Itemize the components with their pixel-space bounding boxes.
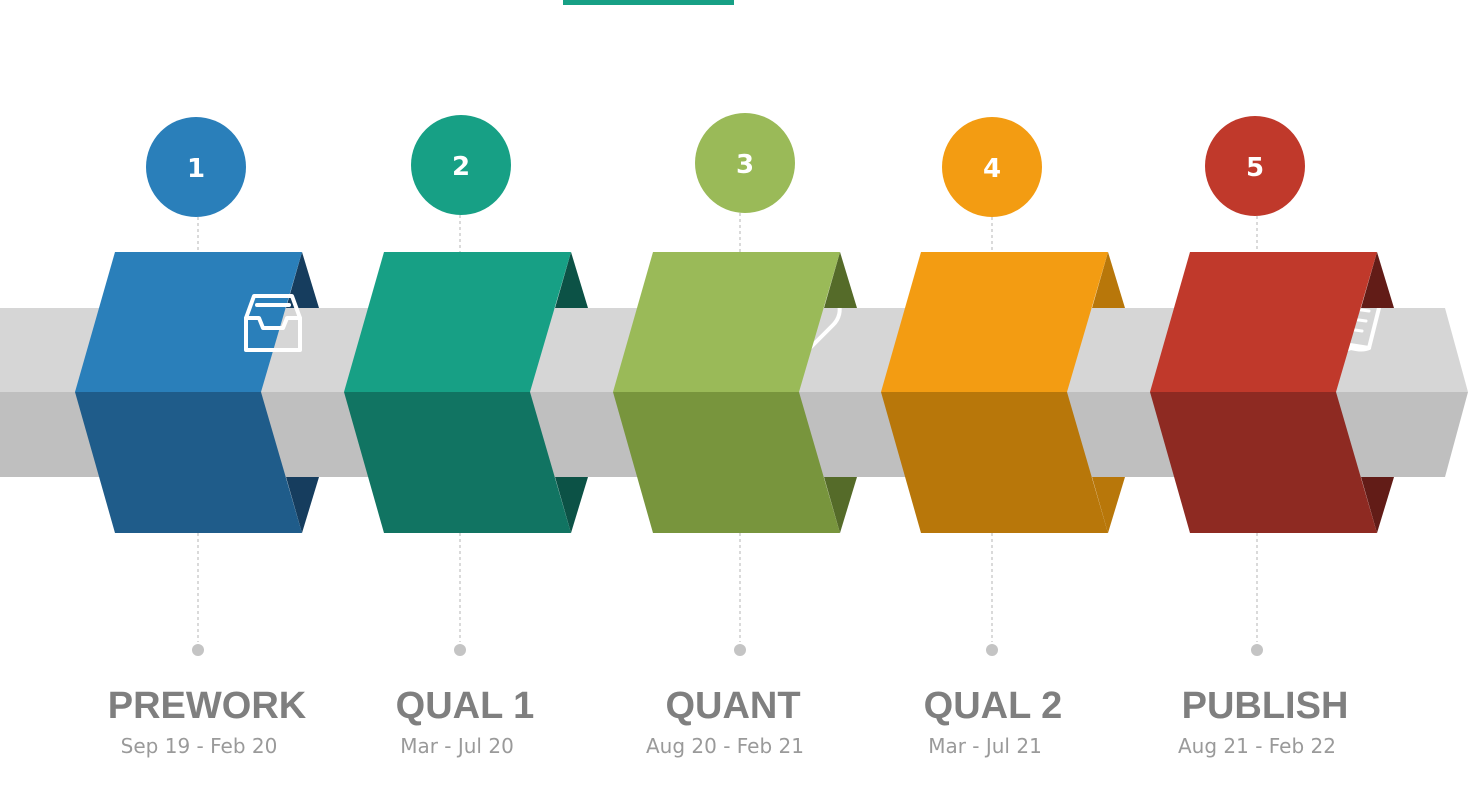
box-top-face	[344, 252, 571, 392]
phase-dates: Mar - Jul 21	[928, 734, 1042, 758]
box-side-flap-bottom	[555, 477, 588, 533]
box-side-flap-top	[555, 252, 588, 308]
phase-title: PUBLISH	[1181, 685, 1349, 727]
step-number: 2	[452, 152, 470, 182]
box-side-flap-bottom	[1092, 477, 1125, 533]
phase-5: 5	[1150, 116, 1394, 656]
phase-3: 3	[613, 113, 1383, 656]
box-top-face	[1150, 252, 1377, 392]
connector-dot	[1251, 644, 1263, 656]
step-number: 4	[983, 154, 1001, 184]
box-bottom-face	[1150, 392, 1377, 533]
phase-dates: Sep 19 - Feb 20	[120, 734, 278, 758]
step-number-circle	[411, 115, 511, 215]
step-number-circle	[695, 113, 795, 213]
phase-dates: Aug 20 - Feb 21	[645, 734, 804, 758]
phase-dates: Mar - Jul 20	[400, 734, 514, 758]
phase-title: QUAL 2	[923, 685, 1063, 727]
box-side-flap-top	[1361, 252, 1394, 308]
phase-title: PREWORK	[107, 685, 307, 727]
phase-4: 4	[881, 117, 1125, 656]
step-number: 1	[187, 154, 205, 184]
box-side-flap-bottom	[286, 477, 319, 533]
connector-dot	[192, 644, 204, 656]
box-side-flap-bottom	[1361, 477, 1394, 533]
box-top-face	[75, 252, 302, 392]
box-bottom-face	[75, 392, 302, 533]
connector-dot	[734, 644, 746, 656]
connector-dot	[986, 644, 998, 656]
step-number-circle	[1205, 116, 1305, 216]
inbox-tray-icon	[244, 294, 302, 352]
phase-2: 2	[344, 115, 842, 656]
box-bottom-face	[344, 392, 571, 533]
phase-title: QUANT	[665, 685, 801, 727]
box-side-flap-top	[286, 252, 319, 308]
box-side-flap-top	[824, 252, 857, 308]
phase-title: QUAL 1	[395, 685, 535, 727]
step-number: 5	[1246, 153, 1264, 183]
box-top-face	[881, 252, 1108, 392]
step-number-circle	[146, 117, 246, 217]
phase-1: 1	[75, 117, 319, 656]
phase-dates: Aug 21 - Feb 22	[1177, 734, 1336, 758]
step-number: 3	[736, 150, 754, 180]
box-bottom-face	[881, 392, 1108, 533]
box-bottom-face	[613, 392, 840, 533]
step-number-circle	[942, 117, 1042, 217]
box-side-flap-top	[1092, 252, 1125, 308]
top-accent-bar	[563, 0, 734, 5]
connector-dot	[454, 644, 466, 656]
box-side-flap-bottom	[824, 477, 857, 533]
box-top-face	[613, 252, 840, 392]
